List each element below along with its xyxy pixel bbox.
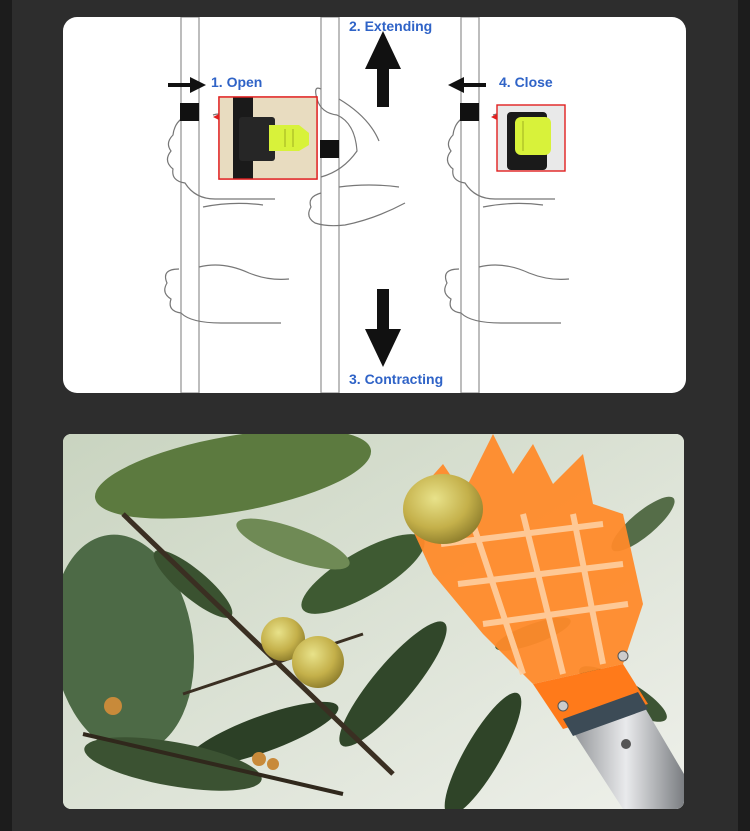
clamp-middle [320,140,339,158]
hand-middle-upper [315,87,380,178]
clamp-left [180,103,199,121]
arrow-up-icon [365,31,401,107]
step-extending-label: 2. Extending [349,18,433,34]
telescopic-pole [563,692,684,809]
arrow-down-icon [365,289,401,367]
product-photo [63,434,684,809]
pole-left [180,17,200,393]
fruits [104,617,344,770]
fruit-in-picker [403,474,483,544]
hand-left-lower [164,264,290,324]
foliage [63,434,675,809]
pole-right [460,17,480,393]
clip-callout-close [491,104,566,172]
fruit-picker-photo [63,434,684,809]
hand-middle-lower [308,184,406,227]
page-right-border [738,0,750,831]
instruction-panel: 1. Open 2. Extending 3. Contracting 4. C… [63,17,686,393]
clip-callout-open [213,96,318,180]
pole-middle [320,17,340,393]
hand-right-lower [444,264,570,324]
step-close-label: 4. Close [499,74,553,90]
arrow-right-icon [168,77,206,93]
arrow-left-icon [448,77,486,93]
step-open-label: 1. Open [211,74,263,90]
page-left-border [0,0,12,831]
instruction-illustration [164,17,570,393]
clamp-right [460,103,479,121]
step-contracting-label: 3. Contracting [349,371,444,387]
